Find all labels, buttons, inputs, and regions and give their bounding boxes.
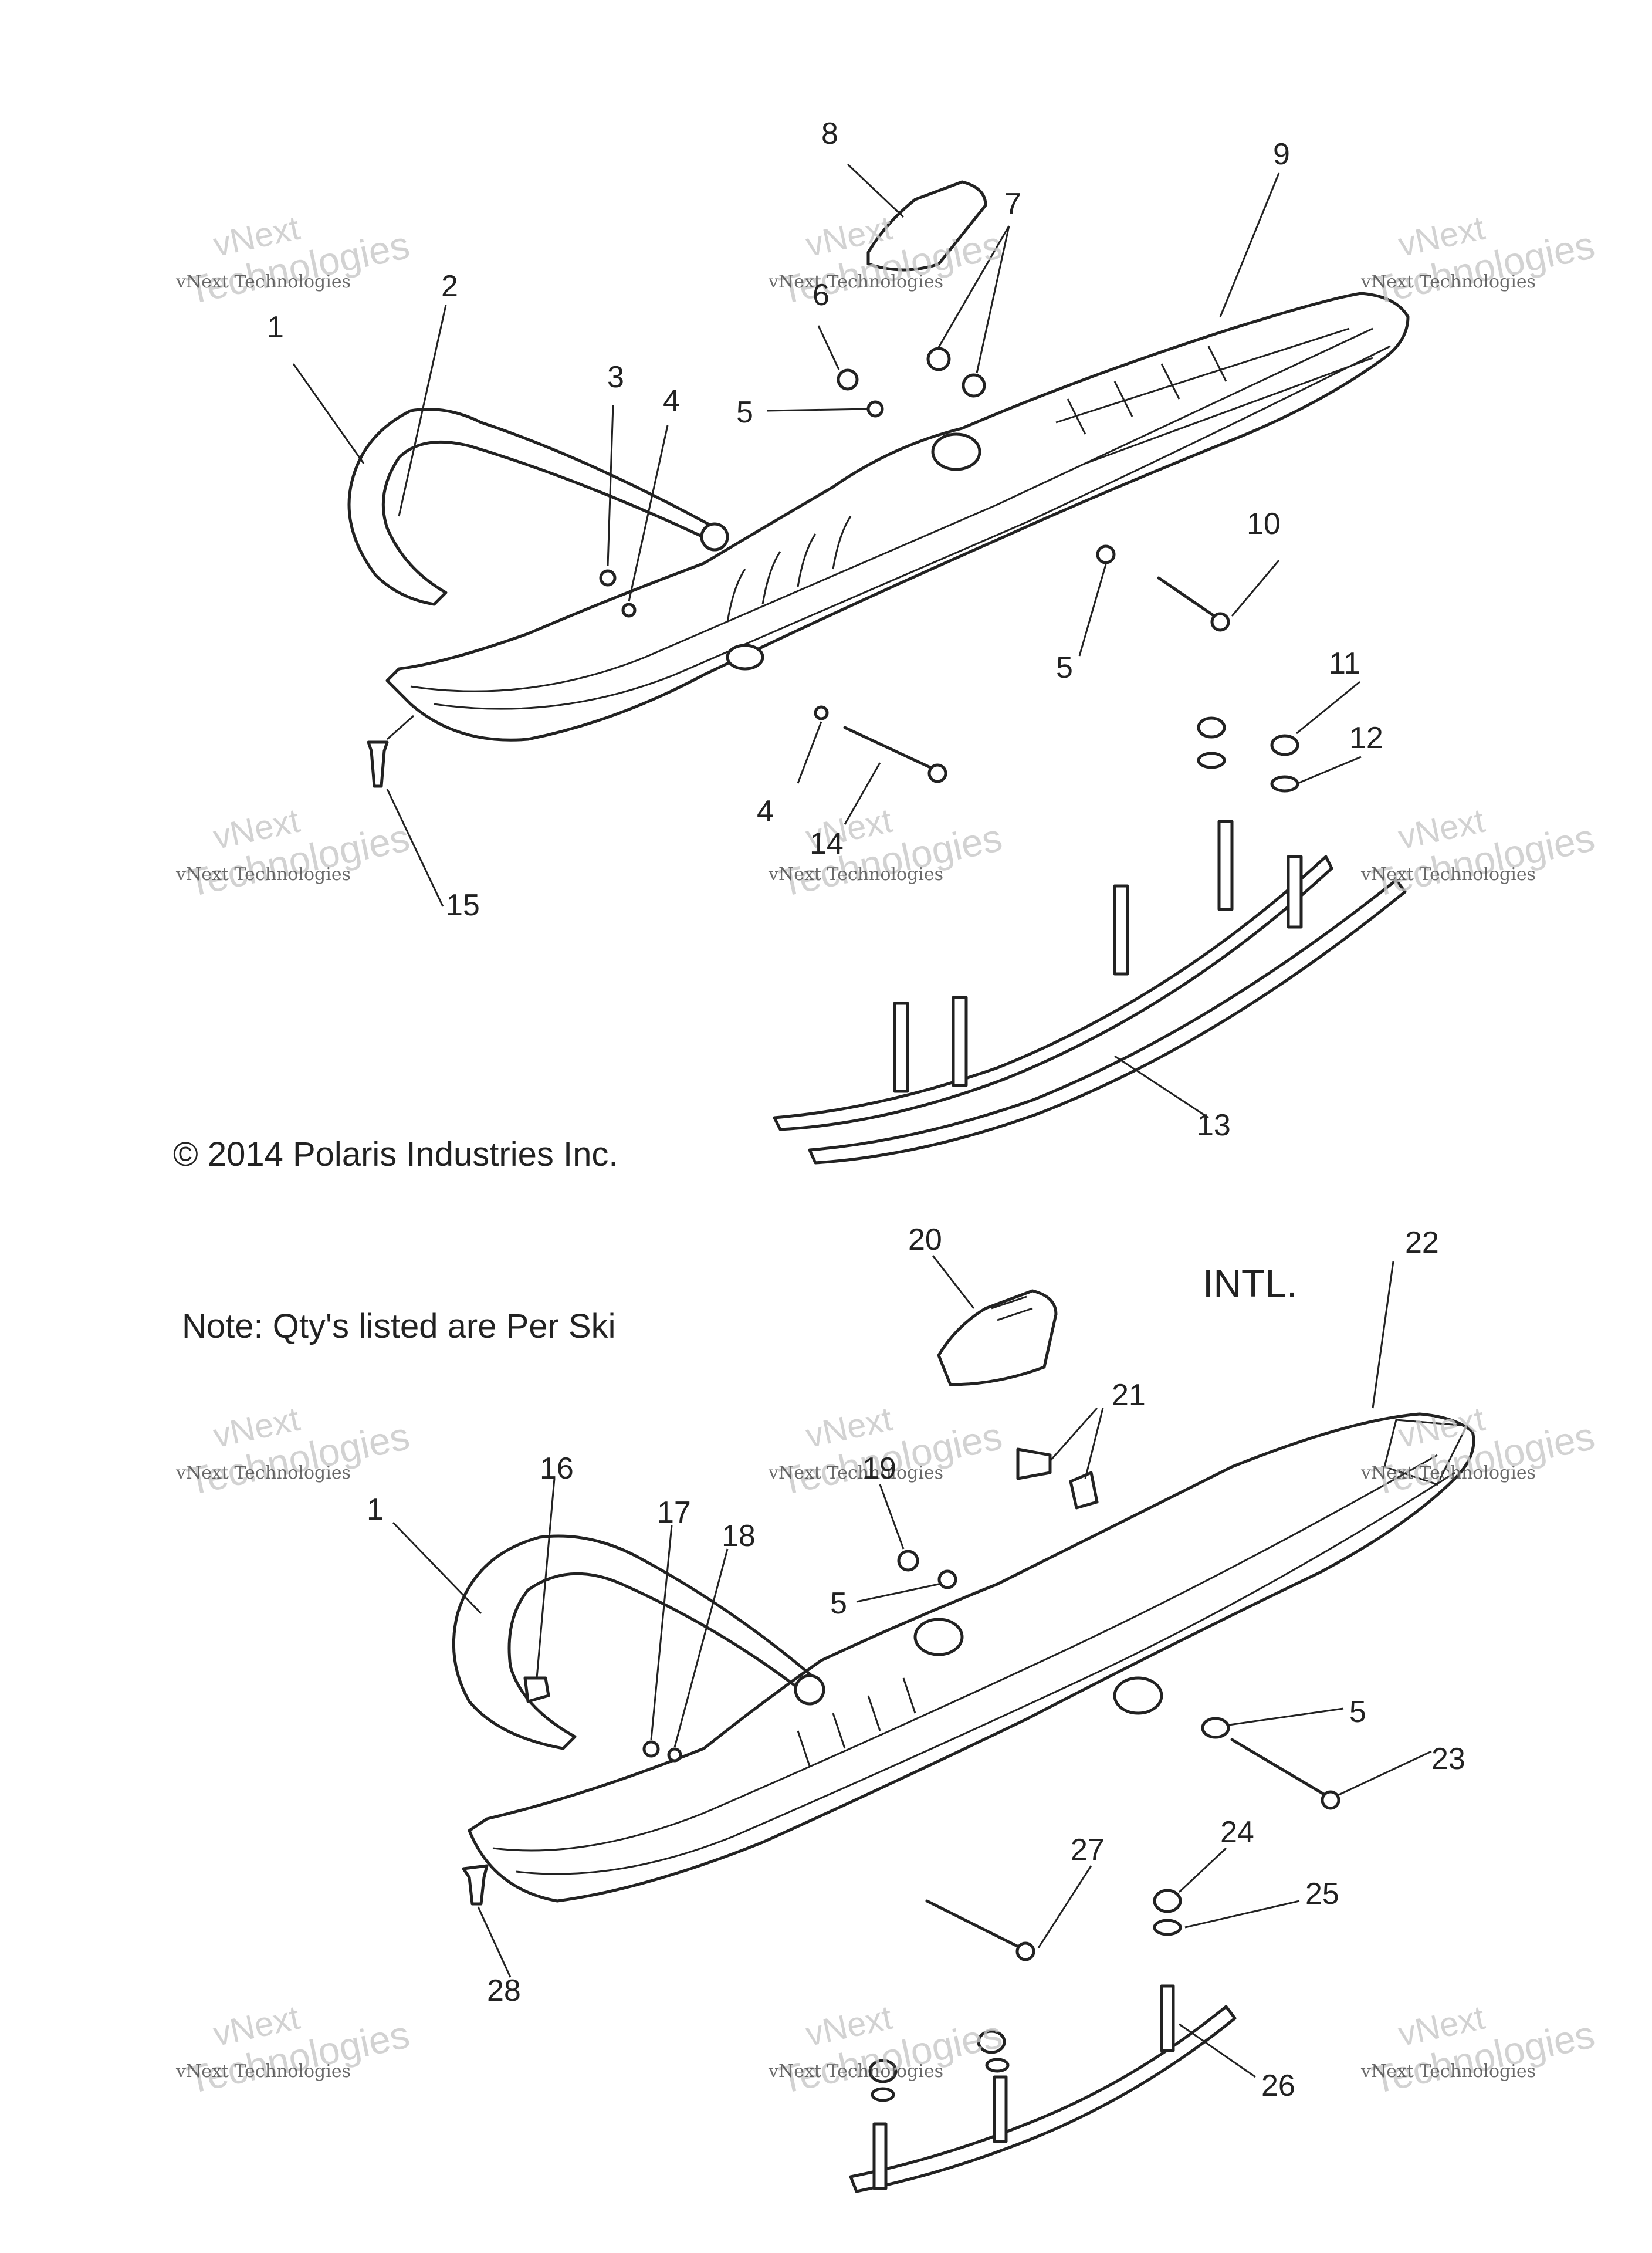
callout-22: 22 (1405, 1226, 1439, 1260)
callout-26: 26 (1261, 2069, 1295, 2103)
callout-18: 18 (722, 1519, 756, 1553)
svg-text:vNext Technologies: vNext Technologies (768, 1463, 943, 1483)
callout-10: 10 (1247, 507, 1281, 541)
pad-8 (866, 180, 987, 272)
callout-16: 16 (540, 1452, 574, 1486)
callout-13: 13 (1197, 1108, 1231, 1142)
watermark: vNext Technologies vNext Technologies (768, 801, 1006, 905)
callout-24: 24 (1220, 1815, 1254, 1849)
top-ski-assembly (292, 163, 1410, 1165)
bottom-ski-assembly (392, 1255, 1475, 2193)
callout-14: 14 (810, 827, 844, 861)
svg-text:vNext Technologies: vNext Technologies (1360, 1463, 1536, 1483)
callout-labels: 1 2 3 4 5 6 7 8 9 10 5 11 12 4 14 15 13 … (267, 117, 1465, 2103)
svg-text:vNext Technologies: vNext Technologies (175, 2061, 351, 2082)
callout-5d: 5 (1349, 1695, 1366, 1729)
svg-text:vNext Technologies: vNext Technologies (768, 864, 943, 885)
svg-text:vNext Technologies: vNext Technologies (1360, 2061, 1536, 2082)
pad-20 (937, 1289, 1058, 1386)
callout-25: 25 (1305, 1877, 1339, 1911)
callout-6: 6 (813, 278, 830, 312)
callout-5c: 5 (830, 1586, 847, 1621)
callout-21: 21 (1112, 1378, 1146, 1412)
watermark: vNext Technologies vNext Technologies (1360, 1400, 1598, 1503)
svg-text:vNext Technologies: vNext Technologies (768, 2061, 943, 2082)
callout-20: 20 (908, 1223, 942, 1257)
callout-5: 5 (736, 395, 753, 429)
watermark: vNext Technologies vNext Technologies (1360, 801, 1598, 905)
callout-28: 28 (487, 1974, 521, 2008)
callout-4b: 4 (757, 794, 774, 828)
callout-9: 9 (1273, 137, 1290, 171)
ski-body-bottom (468, 1412, 1475, 1903)
callout-12: 12 (1349, 721, 1383, 755)
svg-text:vNext Technologies: vNext Technologies (1360, 864, 1536, 885)
callout-1b: 1 (367, 1493, 384, 1527)
svg-text:vNext Technologies: vNext Technologies (175, 864, 351, 885)
callout-23: 23 (1431, 1742, 1465, 1776)
watermark: vNext Technologies vNext Technologies (1360, 209, 1598, 312)
watermark: vNext Technologies vNext Technologies (175, 1998, 413, 2102)
watermark: vNext Technologies vNext Technologies (768, 1400, 1006, 1503)
callout-3: 3 (607, 360, 624, 394)
svg-text:vNext Technologies: vNext Technologies (175, 272, 351, 292)
callout-15: 15 (446, 888, 480, 922)
callout-4: 4 (663, 384, 680, 418)
callout-19: 19 (862, 1452, 896, 1486)
watermark: vNext Technologies vNext Technologies (175, 209, 413, 312)
handle-loop-top (347, 408, 723, 606)
watermark: vNext Technologies vNext Technologies (175, 801, 413, 905)
carbide-runner-top (773, 820, 1407, 1165)
callout-27: 27 (1071, 1833, 1105, 1867)
intl-label: INTL. (1203, 1261, 1297, 1305)
callout-5b: 5 (1056, 651, 1073, 685)
callout-17: 17 (657, 1496, 691, 1530)
qty-note: Note: Qty's listed are Per Ski (182, 1307, 616, 1345)
svg-text:vNext Technologies: vNext Technologies (768, 272, 943, 292)
svg-text:vNext Technologies: vNext Technologies (1360, 272, 1536, 292)
callout-1: 1 (267, 310, 284, 344)
svg-text:vNext Technologies: vNext Technologies (175, 1463, 351, 1483)
callout-11: 11 (1329, 647, 1360, 681)
watermark: vNext Technologies vNext Technologies (1360, 1998, 1598, 2102)
callout-7: 7 (1004, 187, 1021, 221)
callout-8: 8 (821, 117, 838, 151)
callout-2: 2 (441, 269, 458, 303)
carbide-runner-bottom (849, 1984, 1237, 2193)
copyright-text: © 2014 Polaris Industries Inc. (173, 1135, 618, 1173)
